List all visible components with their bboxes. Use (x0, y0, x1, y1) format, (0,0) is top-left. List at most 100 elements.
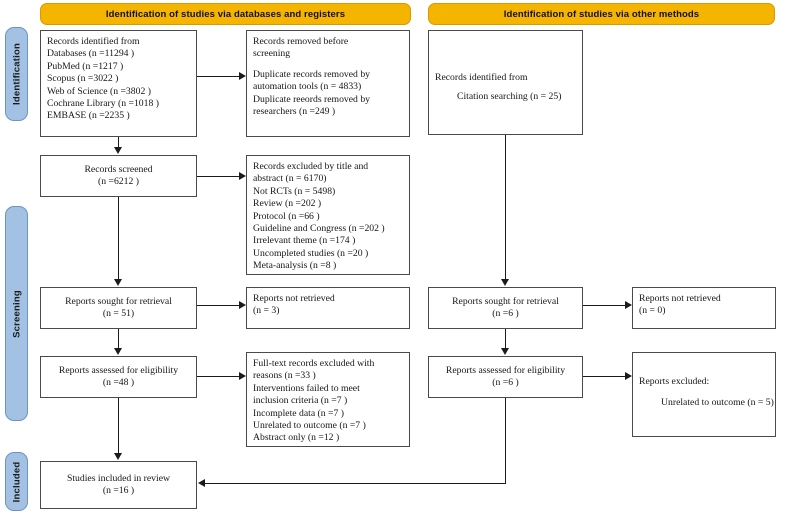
reports-sought-left-count: (n = 51) (102, 308, 135, 319)
box-studies-included: Studies included in review (n =16 ) (40, 461, 197, 509)
arrowhead-right-branch-to-included (198, 479, 205, 487)
stage-label-included: Included (11, 461, 22, 502)
records-identified-line-2: Scopus (n =3022 ) (47, 73, 119, 85)
records-removed-line-0: Duplicate records removed by (253, 68, 371, 80)
records-excluded-line-4: Protocol (n =66 ) (253, 210, 320, 222)
reports-sought-right-count: (n =6 ) (492, 308, 519, 319)
fulltext-excluded-line-1: reasons (n =33 ) (253, 370, 316, 382)
records-excluded-line-8: Meta-analysis (n =8 ) (253, 260, 337, 272)
stage-label-screening: Screening (11, 289, 22, 338)
box-reports-excluded-right: Reports excluded: Unrelated to outcome (… (632, 352, 776, 437)
reports-not-retrieved-left-label: Reports not retrieved (253, 293, 335, 304)
records-identified-heading: Records identified from (47, 36, 140, 47)
arrowhead-sought-to-assessed-left (114, 348, 122, 355)
fulltext-excluded-line-3: inclusion criteria (n =7 ) (253, 395, 348, 407)
connector-identified-to-removed (197, 76, 239, 78)
arrowhead-citation-to-sought-right (501, 279, 509, 286)
stage-tab-identification: Identification (5, 27, 28, 121)
records-removed-line-3: researchers (n =249 ) (253, 106, 336, 118)
reports-assessed-left-label: Reports assessed for eligibility (58, 364, 179, 376)
records-identified-other-detail: Citation searching (n = 25) (457, 91, 562, 103)
box-reports-sought-right: Reports sought for retrieval (n =6 ) (428, 287, 583, 329)
arrowhead-sought-to-assessed-right (501, 348, 509, 355)
records-excluded-line-1: abstract (n = 6170) (253, 173, 327, 185)
arrowhead-assessed-to-excluded-right (625, 372, 632, 380)
records-identified-line-1: PubMed (n =1217 ) (47, 60, 124, 72)
reports-excluded-right-heading: Reports excluded: (639, 376, 710, 387)
reports-assessed-right-count: (n =6 ) (492, 377, 519, 388)
connector-screened-to-excluded (197, 176, 239, 178)
box-reports-not-retrieved-right: Reports not retrieved (n = 0) (632, 287, 776, 329)
records-removed-line-1: automation tools (n = 4833) (253, 81, 362, 93)
fulltext-excluded-line-2: Interventions failed to meet (253, 382, 360, 394)
arrowhead-identified-to-screened (114, 147, 122, 154)
records-identified-other-heading: Records identified from (435, 72, 528, 83)
records-removed-line-2: Duplicate reeords removed by (253, 93, 371, 105)
arrowhead-identified-to-removed (239, 72, 246, 80)
connector-screened-to-sought (118, 197, 120, 280)
reports-not-retrieved-right-count: (n = 0) (639, 305, 666, 317)
connector-assessed-to-included (118, 398, 120, 454)
records-identified-line-4: Cochrane Library (n =1018 ) (47, 98, 159, 110)
box-fulltext-excluded: Full-text records excluded with reasons … (246, 352, 410, 447)
box-reports-assessed-left: Reports assessed for eligibility (n =48 … (40, 356, 197, 398)
reports-assessed-right-label: Reports assessed for eligibility (445, 364, 566, 376)
fulltext-excluded-line-0: Full-text records excluded with (253, 358, 375, 369)
records-identified-line-0: Databases (n =11294 ) (47, 48, 135, 60)
reports-not-retrieved-left-count: (n = 3) (253, 305, 280, 317)
records-excluded-line-0: Records excluded by title and (253, 161, 369, 172)
records-identified-line-5: EMBASE (n =2235 ) (47, 110, 130, 122)
stage-label-identification: Identification (11, 43, 22, 105)
reports-sought-left-label: Reports sought for retrieval (65, 295, 172, 307)
connector-sought-to-assessed-left (118, 329, 120, 349)
banner-other-methods: Identification of studies via other meth… (428, 3, 775, 25)
banner-other-methods-label: Identification of studies via other meth… (503, 8, 700, 20)
connector-sought-to-notretrieved-right (583, 305, 625, 307)
studies-included-count: (n =16 ) (102, 485, 135, 496)
box-records-excluded-title-abstract: Records excluded by title and abstract (… (246, 155, 410, 275)
arrowhead-assessed-to-fulltext-excluded (239, 372, 246, 380)
box-reports-assessed-right: Reports assessed for eligibility (n =6 ) (428, 356, 583, 398)
records-removed-heading-2: screening (253, 48, 291, 60)
box-records-identified-databases: Records identified from Databases (n =11… (40, 30, 197, 137)
reports-excluded-right-detail: Unrelated to outcome (n = 5) (661, 397, 774, 409)
box-records-screened: Records screened (n =6212 ) (40, 155, 197, 197)
records-screened-count: (n =6212 ) (98, 176, 139, 187)
box-reports-sought-left: Reports sought for retrieval (n = 51) (40, 287, 197, 329)
records-removed-heading-1: Records removed before (253, 36, 349, 47)
records-excluded-line-2: Not RCTs (n = 5498) (253, 185, 336, 197)
records-excluded-line-3: Review (n =202 ) (253, 198, 322, 210)
arrowhead-sought-to-notretrieved-right (625, 301, 632, 309)
arrowhead-screened-to-excluded (239, 172, 246, 180)
connector-citation-to-sought-right (505, 135, 507, 280)
banner-databases-registers: Identification of studies via databases … (40, 3, 411, 25)
connector-sought-to-assessed-right (505, 329, 507, 349)
box-records-removed-before-screening: Records removed before screening Duplica… (246, 30, 410, 137)
records-excluded-line-5: Guideline and Congress (n =202 ) (253, 223, 385, 235)
records-excluded-line-7: Uncompleted studies (n =20 ) (253, 247, 369, 259)
reports-sought-right-label: Reports sought for retrieval (452, 295, 559, 307)
fulltext-excluded-line-4: Incomplete data (n =7 ) (253, 407, 345, 419)
stage-tab-screening: Screening (5, 206, 28, 421)
spacer (253, 61, 403, 69)
records-excluded-line-6: Irrelevant theme (n =174 ) (253, 235, 356, 247)
arrowhead-assessed-to-included (114, 453, 122, 460)
fulltext-excluded-line-5: Unrelated to outcome (n =7 ) (253, 420, 366, 432)
connector-sought-to-notretrieved-left (197, 305, 239, 307)
arrowhead-screened-to-sought (114, 279, 122, 286)
stage-tab-included: Included (5, 452, 28, 511)
connector-assessed-to-excluded-right (583, 376, 625, 378)
records-screened-label: Records screened (84, 163, 153, 175)
connector-assessed-right-down-to-included (505, 398, 507, 483)
box-records-identified-other: Records identified from Citation searchi… (428, 30, 583, 135)
banner-databases-label: Identification of studies via databases … (105, 8, 346, 20)
box-reports-not-retrieved-left: Reports not retrieved (n = 3) (246, 287, 410, 329)
reports-not-retrieved-right-label: Reports not retrieved (639, 293, 721, 304)
arrowhead-sought-to-notretrieved-left (239, 301, 246, 309)
fulltext-excluded-line-6: Abstract only (n =12 ) (253, 432, 340, 444)
connector-assessed-to-fulltext-excluded (197, 376, 239, 378)
connector-right-branch-to-included (205, 483, 506, 485)
records-identified-line-3: Web of Science (n =3802 ) (47, 85, 151, 97)
reports-assessed-left-count: (n =48 ) (102, 377, 135, 388)
